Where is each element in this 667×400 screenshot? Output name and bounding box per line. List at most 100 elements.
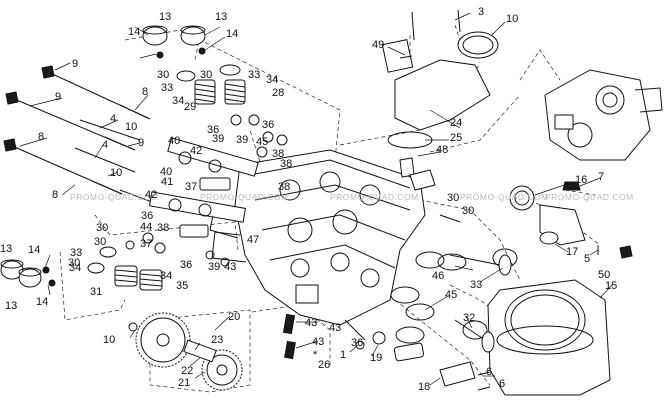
callout-38: 38 <box>272 148 284 160</box>
callout-1: 1 <box>340 349 346 361</box>
callout-39: 40 <box>168 135 180 147</box>
callout-34: 34 <box>160 270 172 282</box>
callout-33: 33 <box>70 247 82 259</box>
callout-24: 24 <box>450 117 462 129</box>
callout-14: 14 <box>28 244 40 256</box>
callout-38: 38 <box>157 222 169 234</box>
callout-27: 28 <box>272 87 284 99</box>
callout-35: 36 <box>351 337 363 349</box>
callout-8: 8 <box>142 86 148 98</box>
callout-36: 36 <box>262 119 274 131</box>
cylinder-head-bolts <box>3 65 161 206</box>
callout-27: 30 <box>96 222 108 234</box>
callout-30: 30 <box>157 69 169 81</box>
head-bolt-middle <box>5 91 136 151</box>
callout-34: 34 <box>172 95 184 107</box>
callout-38: 38 <box>280 158 292 170</box>
callout-42: 43 <box>312 336 324 348</box>
callout-7: 7 <box>598 171 604 183</box>
callout-labels: 13 13 14 14 3 10 49 9 30 30 33 33 34 8 2… <box>0 6 617 393</box>
head-bolt-upper <box>41 65 151 120</box>
cylinder-block <box>487 279 611 396</box>
callout-37: 38 <box>278 181 290 193</box>
callout-12: 10 <box>506 13 518 25</box>
callout-13: 13 <box>0 243 12 255</box>
callout-13: 13 <box>5 300 17 312</box>
callout-3: 3 <box>478 6 484 18</box>
callout-13: 13 <box>159 11 171 23</box>
callout-36: 36 <box>180 259 192 271</box>
callout-22: 22 <box>181 365 193 377</box>
callout-37: 37 <box>185 181 197 193</box>
callout-20: 20 <box>228 311 240 323</box>
watermark-text: PROMO-QUAD.COM <box>70 192 159 202</box>
callout-30: 30 <box>200 69 212 81</box>
callout-36: 36 <box>207 124 219 136</box>
intake-manifold <box>381 9 499 149</box>
callout-18: 18 <box>418 381 430 393</box>
callout-47: 46 <box>432 270 444 282</box>
callout-39: 41 <box>161 176 173 188</box>
callout-8: 8 <box>52 189 58 201</box>
camshafts <box>148 137 259 223</box>
callout-16: 16 <box>575 174 587 186</box>
leader-lines <box>19 12 613 386</box>
callout-46: 45 <box>445 289 457 301</box>
valves <box>449 254 512 353</box>
callout-21: 21 <box>178 377 190 389</box>
callout-30: 31 <box>90 286 102 298</box>
callout-23: 23 <box>211 334 223 346</box>
valve-train-small-parts <box>125 114 288 267</box>
callout-42: 43 <box>305 317 317 329</box>
sensors <box>399 157 633 259</box>
callout-27: 30 <box>94 236 106 248</box>
callout-44: 44 <box>140 221 152 233</box>
callout-star: * <box>313 349 318 361</box>
spring-upper-right <box>219 64 246 105</box>
callout-15: 15 <box>605 280 617 292</box>
callout-31: 32 <box>463 312 475 324</box>
callout-25: 25 <box>450 132 462 144</box>
callout-5: 5 <box>584 253 590 265</box>
callout-45: 45 <box>256 136 268 148</box>
throttle-body <box>544 69 663 161</box>
callout-9: 8 <box>38 131 44 143</box>
callout-38: 39 <box>208 261 220 273</box>
spring-upper-left <box>176 70 216 105</box>
callout-34: 34 <box>266 74 278 86</box>
callout-39: 39 <box>212 133 224 145</box>
callout-33: 33 <box>161 82 173 94</box>
callout-33: 34 <box>69 262 81 274</box>
callout-27: 29 <box>184 101 196 113</box>
callout-41: 43 <box>224 261 236 273</box>
watermark-text: PROMO-QUAD.COM <box>330 192 419 202</box>
callout-10: 9 <box>138 137 144 149</box>
callout-14: 14 <box>128 26 140 38</box>
bottom-fittings <box>282 313 491 391</box>
callout-29: 30 <box>462 205 474 217</box>
callout-13: 13 <box>215 11 227 23</box>
cam-gears <box>128 312 243 391</box>
callout-50: 49 <box>372 39 384 51</box>
callout-17: 17 <box>566 246 578 258</box>
callout-10: 10 <box>110 167 122 179</box>
callout-9: 9 <box>55 91 61 103</box>
callout-40: 42 <box>190 145 202 157</box>
callout-34: 35 <box>176 280 188 292</box>
callout-32: 33 <box>470 279 482 291</box>
callout-49: 48 <box>436 144 448 156</box>
head-bolt-lower <box>3 138 123 195</box>
callout-star: 50 <box>598 269 610 281</box>
callout-33: 33 <box>248 69 260 81</box>
callout-4: 4 <box>102 139 108 151</box>
callout-9: 9 <box>72 58 78 70</box>
callout-39: 39 <box>236 134 248 146</box>
callout-11: 10 <box>103 334 115 346</box>
callout-30: 30 <box>68 257 80 269</box>
callout-14: 14 <box>36 296 48 308</box>
callout-48: 47 <box>247 234 259 246</box>
cylinder-head <box>209 149 426 326</box>
callout-39: 40 <box>160 166 172 178</box>
